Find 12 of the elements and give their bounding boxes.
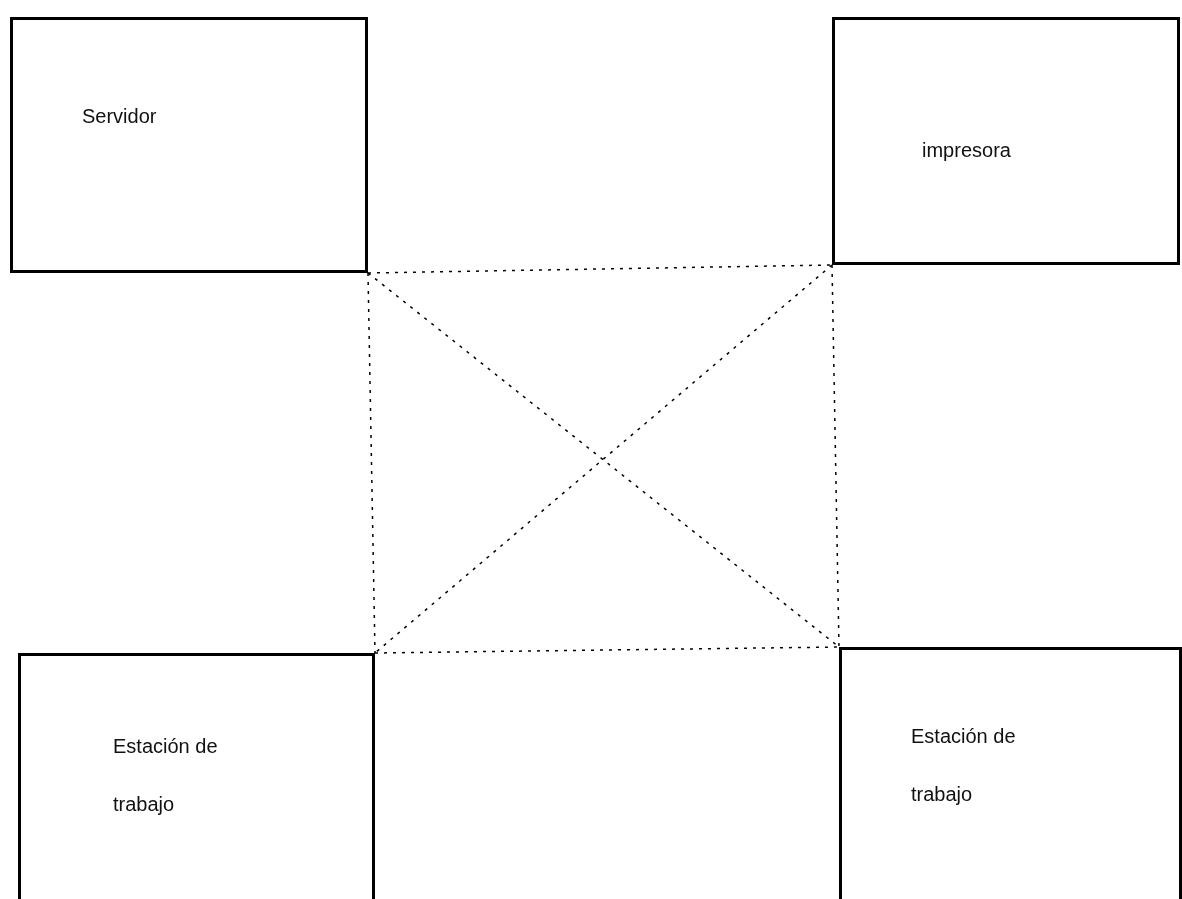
dotted-connector	[367, 272, 376, 654]
node-label: Estación de trabajo	[911, 724, 1017, 807]
dotted-connector	[374, 646, 840, 654]
device-box	[839, 647, 1182, 899]
device-box	[18, 653, 375, 899]
node-label: impresora	[922, 138, 1012, 163]
node-label: Servidor	[82, 104, 158, 129]
dotted-connector	[367, 264, 833, 274]
device-box	[10, 17, 368, 273]
dotted-connector	[831, 264, 840, 648]
node-label: Estación de trabajo	[113, 734, 219, 817]
device-box	[832, 17, 1180, 265]
